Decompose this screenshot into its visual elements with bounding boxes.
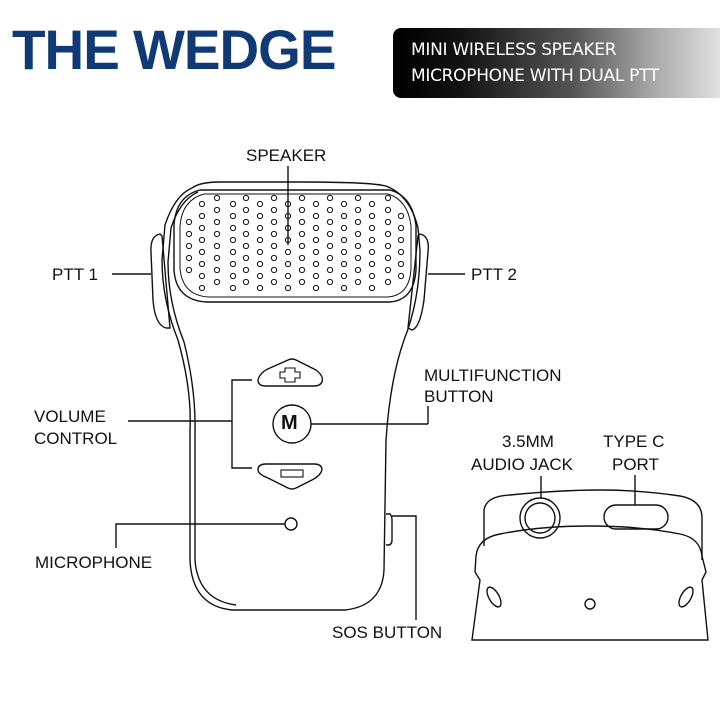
label-ptt1: PTT 1 <box>52 265 98 284</box>
plus-icon <box>279 367 301 383</box>
label-ptt2: PTT 2 <box>471 265 517 284</box>
speaker-holes <box>185 194 405 292</box>
subtitle-banner: MINI WIRELESS SPEAKER MICROPHONE WITH DU… <box>393 28 720 98</box>
product-title: THE WEDGE <box>12 18 337 81</box>
label-multifunction-2: BUTTON <box>424 387 494 406</box>
m-glyph: M <box>281 412 298 434</box>
usb-c-port <box>603 504 669 530</box>
label-sos: SOS BUTTON <box>332 623 443 642</box>
label-volume-2: CONTROL <box>34 429 118 448</box>
subtitle-line-2: MICROPHONE WITH DUAL PTT <box>411 66 659 86</box>
bottom-view <box>471 475 709 641</box>
device-body-outer <box>161 181 421 611</box>
speaker-grille-frame <box>173 189 417 303</box>
label-microphone: MICROPHONE <box>35 553 153 572</box>
label-multifunction-1: MULTIFUNCTION <box>424 366 562 385</box>
audio-jack <box>519 497 561 539</box>
label-typec-2: PORT <box>612 455 659 474</box>
microphone-hole <box>284 517 298 531</box>
label-jack-1: 3.5MM <box>502 432 554 451</box>
label-volume-1: VOLUME <box>34 407 106 426</box>
volume-up-button <box>257 358 324 387</box>
label-speaker: SPEAKER <box>246 146 327 165</box>
ptt1-button <box>150 233 171 329</box>
device-body-inner <box>167 191 237 606</box>
label-jack-2: AUDIO JACK <box>471 455 574 474</box>
ptt2-button <box>407 233 430 331</box>
sos-button <box>386 513 393 546</box>
minus-icon <box>280 469 304 478</box>
label-typec-1: TYPE C <box>603 432 665 451</box>
volume-down-button <box>257 463 323 490</box>
subtitle-line-1: MINI WIRELESS SPEAKER <box>411 40 617 60</box>
